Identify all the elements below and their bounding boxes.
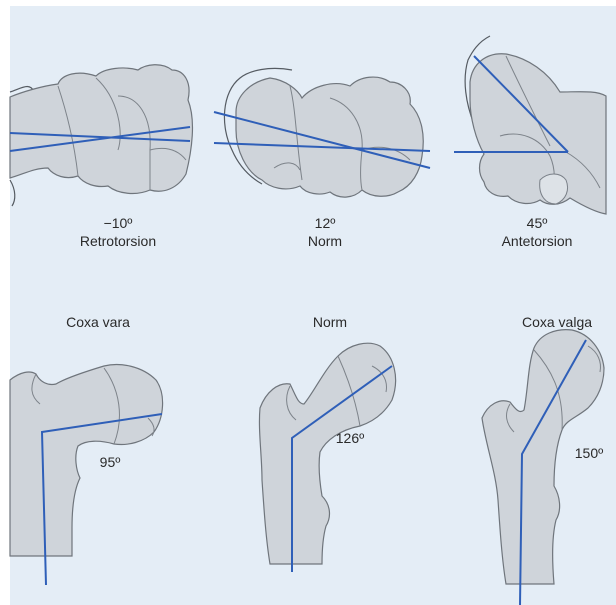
femur-retrotorsion-top-view bbox=[10, 65, 192, 206]
coxa-valga-title: Coxa valga bbox=[502, 313, 612, 331]
normal-ccd-femur-shape bbox=[259, 343, 395, 564]
femur-coxa-valga-front-view bbox=[482, 330, 604, 605]
retrotorsion-lower-outline bbox=[10, 180, 15, 206]
normal-torsion-angle-label: 12º bbox=[260, 214, 390, 232]
antetorsion-angle-label: 45º bbox=[472, 214, 602, 232]
femur-antetorsion-top-view bbox=[454, 36, 606, 214]
femur-coxa-vara-front-view bbox=[10, 365, 163, 585]
femur-normal-ccd-front-view bbox=[259, 343, 395, 572]
coxa-vara-title: Coxa vara bbox=[38, 313, 158, 331]
normal-ccd-angle-label: 126º bbox=[320, 429, 380, 447]
coxa-vara-angle-label: 95º bbox=[80, 453, 140, 471]
normal-ccd-title: Norm bbox=[270, 313, 390, 331]
normal-torsion-name-label: Norm bbox=[260, 232, 390, 250]
normal-torsion-femur-shape bbox=[236, 77, 423, 197]
antetorsion-name-label: Antetorsion bbox=[472, 232, 602, 250]
retrotorsion-name-label: Retrotorsion bbox=[48, 232, 188, 250]
antetorsion-femur-shape bbox=[470, 54, 606, 214]
femur-normal-torsion-top-view bbox=[214, 68, 430, 197]
retrotorsion-angle-label: −10º bbox=[48, 214, 188, 232]
coxa-valga-angle-label: 150º bbox=[566, 444, 612, 462]
